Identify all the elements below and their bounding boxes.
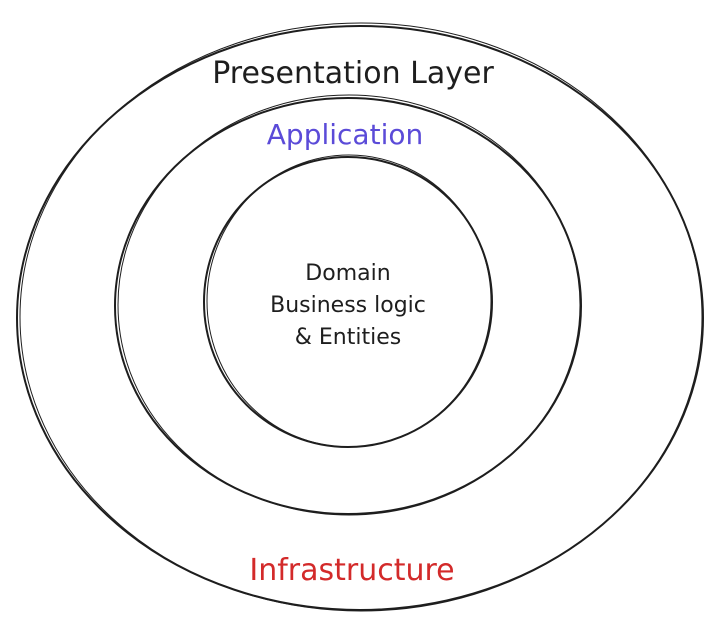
- infrastructure-layer-label: Infrastructure: [249, 553, 455, 588]
- outer-ring-presentation-sketch: [19, 22, 703, 612]
- domain-label: Domain Business logic & Entities: [270, 258, 426, 354]
- domain-label-line1: Domain: [305, 261, 391, 286]
- application-layer-label: Application: [266, 118, 424, 151]
- outer-ring-presentation: [16, 25, 704, 611]
- presentation-layer-label: Presentation Layer: [212, 56, 494, 91]
- middle-ring-application: [114, 97, 582, 515]
- domain-label-line2: Business logic: [270, 293, 426, 318]
- inner-ring-domain-sketch: [206, 154, 492, 448]
- middle-ring-application-sketch: [117, 94, 581, 516]
- domain-label-line3: & Entities: [294, 325, 402, 350]
